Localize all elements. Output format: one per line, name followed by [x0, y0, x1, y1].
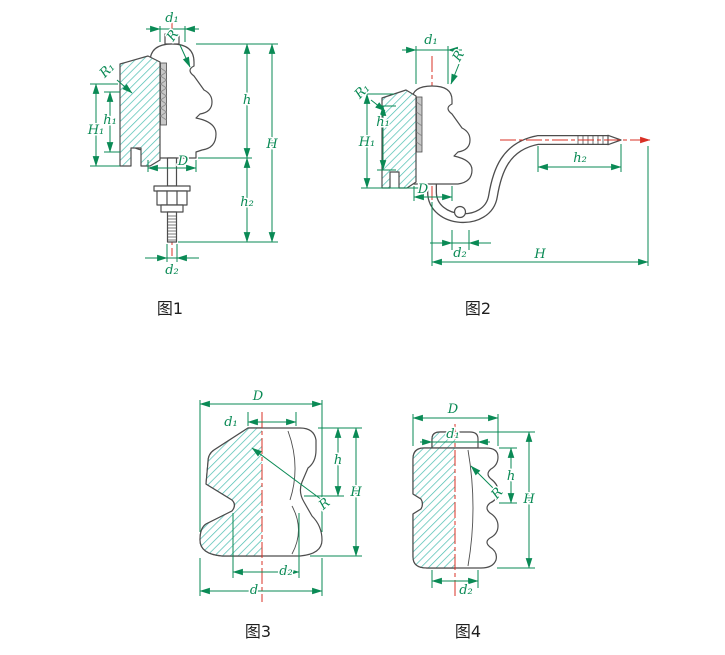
fig2-dimension-lines — [361, 46, 649, 266]
fig1-dimension-lines — [90, 25, 278, 262]
fig1-label-D: D — [177, 154, 189, 169]
fig4-label-H: H — [522, 492, 535, 507]
fig2-hook-eye — [453, 205, 467, 219]
fig3-label-d2: d₂ — [279, 564, 293, 579]
fig1-label-H: H — [265, 137, 278, 152]
fig2-label-h1: h₁ — [376, 115, 390, 130]
fig1-bolt — [153, 157, 191, 243]
fig4-contour-line — [467, 449, 474, 567]
fig2-label-D: D — [417, 182, 429, 197]
fig4-label-d1: d₁ — [446, 427, 460, 442]
fig3-section-hatch — [199, 427, 262, 557]
fig2-label-d2: d₂ — [453, 246, 467, 261]
fig3-label-H: H — [349, 485, 362, 500]
fig2-label-r: R — [450, 48, 468, 65]
fig2-clamp-section — [381, 89, 417, 189]
fig2-hook — [427, 135, 608, 224]
fig1-serrated-strip — [159, 62, 168, 126]
figure-3: D d₁ h H R d₂ d 图3 — [199, 388, 364, 641]
fig2-label-d1: d₁ — [424, 33, 438, 48]
fig3-label-r: R — [315, 495, 333, 514]
fig1-label-h: h — [243, 93, 251, 108]
figure-4: D d₁ R h H d₂ 图4 — [412, 401, 537, 641]
fig4-dimension-lines — [412, 414, 535, 588]
figure-4-caption: 图4 — [455, 622, 481, 641]
fig1-clamp-section — [119, 55, 161, 167]
fig4-label-h: h — [507, 469, 515, 484]
fig3-label-d1: d₁ — [224, 415, 238, 430]
fig1-label-h1: h₁ — [103, 113, 117, 128]
fig4-label-d2: d₂ — [459, 583, 473, 598]
fig4-label-D: D — [447, 402, 459, 417]
figure-2-caption: 图2 — [465, 299, 491, 318]
fig2-insulator-body — [411, 85, 473, 185]
fig2-serrated-strip — [416, 96, 423, 153]
fig1-label-d1: d₁ — [165, 11, 179, 26]
fig3-label-D: D — [252, 389, 264, 404]
fig2-label-H: H — [533, 247, 546, 262]
fig3-label-h: h — [334, 453, 342, 468]
figure-3-caption: 图3 — [245, 622, 271, 641]
figure-1: d₁ R R₁ h₁ H₁ D h H h₂ d₂ 图1 — [85, 10, 280, 319]
fig1-label-r1: R₁ — [96, 60, 118, 82]
figure-2: d₁ R R₁ h₁ H₁ D h₂ d₂ H 图2 — [350, 32, 651, 318]
fig1-label-H1: H₁ — [87, 123, 105, 138]
fig1-label-h2: h₂ — [240, 195, 254, 210]
fig4-section-hatch — [412, 431, 455, 569]
fig1-label-d2: d₂ — [165, 263, 179, 278]
fig2-label-r1: R₁ — [351, 81, 373, 103]
figure-1-caption: 图1 — [157, 299, 183, 318]
fig2-label-H1: H₁ — [358, 135, 376, 150]
fig2-label-h2: h₂ — [573, 151, 587, 166]
fig3-dimension-lines — [199, 400, 362, 596]
fig3-label-d: d — [250, 583, 258, 598]
